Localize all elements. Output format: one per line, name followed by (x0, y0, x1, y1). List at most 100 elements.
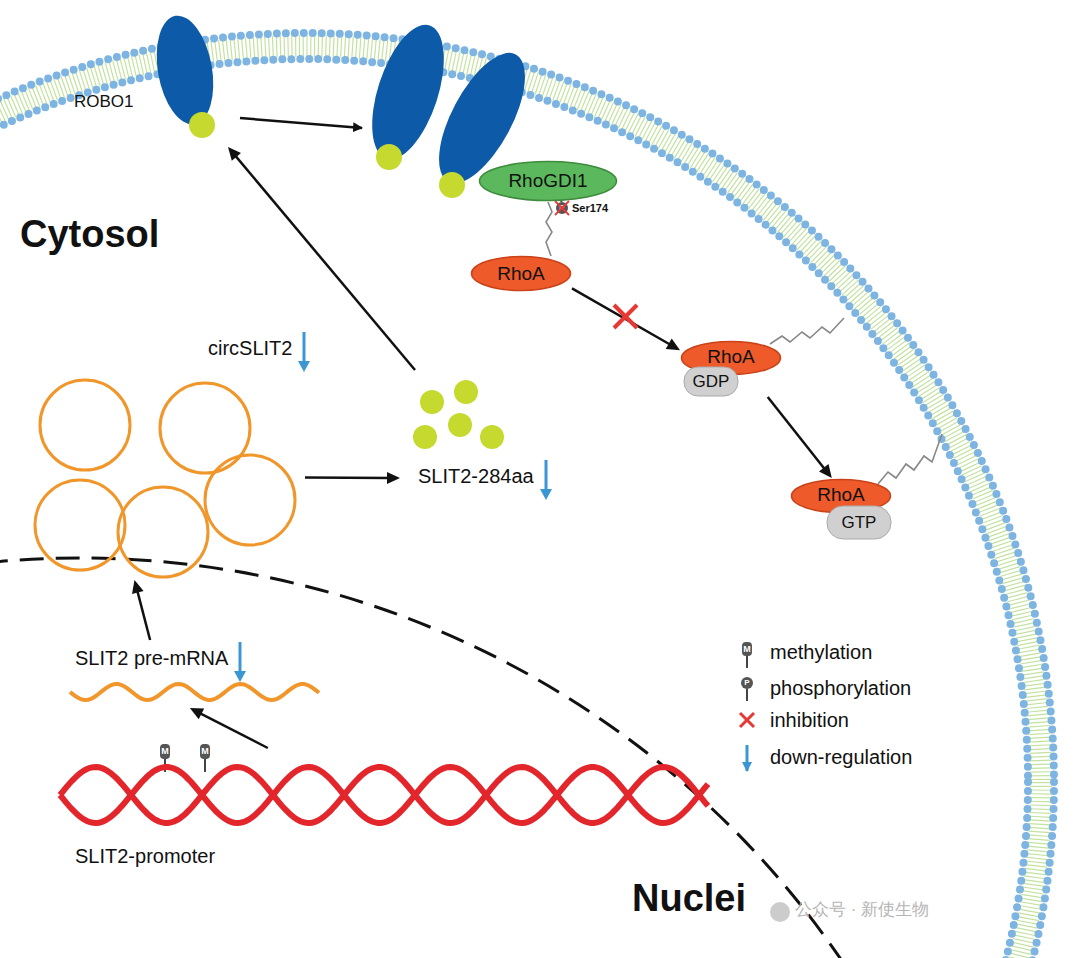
arrow-shaft (137, 590, 150, 640)
membrane-outer-heads (0, 33, 1054, 958)
pre-mrna-strand: SLIT2 pre-mRNA (60, 640, 325, 708)
node-label: RhoGDI1 (478, 160, 618, 202)
downregulation-arrow (296, 330, 312, 374)
robo1-receptor (149, 11, 221, 129)
flow-arrow (768, 397, 832, 478)
peptide-dot (413, 425, 437, 449)
legend-text: phosphorylation (770, 676, 911, 700)
peptide-dot (420, 390, 444, 414)
circrna-cluster: circSLIT2 (30, 330, 305, 580)
methyl-letter: M (742, 642, 752, 656)
node-label: RhoA (470, 255, 572, 292)
methyl-letter: M (200, 744, 210, 759)
arrow-head (819, 464, 832, 478)
legend-methyl-marker (742, 642, 752, 656)
circular-rna (35, 480, 125, 570)
watermark-icon (770, 902, 790, 922)
dna-helix: SLIT2-promoter (55, 748, 720, 878)
legend-methyl-stem (746, 655, 748, 668)
legend-text: down-regulation (770, 745, 912, 769)
arrow-head (132, 580, 144, 594)
legend-downregulation-arrow (746, 745, 749, 771)
dimerization-arrow (240, 118, 362, 128)
node-label: SLIT2-284aa (418, 464, 534, 488)
downregulation-arrow (538, 458, 554, 502)
node-label: SLIT2 pre-mRNA (75, 646, 228, 670)
nucleotide-pill (827, 506, 891, 539)
arrow-shaft (545, 460, 548, 491)
compartment-label: Cytosol (20, 212, 159, 258)
flow-arrow (132, 580, 150, 640)
phospho-marker (556, 202, 568, 214)
flow-arrow (190, 708, 268, 748)
dna-strand (60, 767, 708, 823)
flow-arrow (228, 147, 415, 370)
lipid-tail (878, 434, 942, 484)
lipid-tail (546, 202, 552, 256)
legend-phospho-marker (741, 677, 753, 689)
peptide-dot (454, 380, 478, 404)
arrow-shaft (199, 713, 268, 748)
lipid-tail (770, 318, 844, 344)
methyl-marker (160, 744, 170, 759)
node-label: RhoA (680, 340, 782, 374)
protein-node: RhoAGTP (790, 478, 892, 540)
flow-arrow (305, 472, 400, 484)
inhibition-cross (614, 305, 637, 328)
compartment-label: Nuclei (632, 876, 746, 922)
methyl-letter: M (160, 744, 170, 759)
inhibition-cross (614, 305, 637, 328)
slit2-ligand (439, 172, 465, 198)
phospho-letter: P (741, 677, 753, 689)
arrow-head (234, 671, 246, 682)
protein-node: RhoGDI1 (478, 160, 618, 202)
legend-text: methylation (770, 640, 872, 664)
downregulation-arrow (232, 640, 248, 684)
node-label: ROBO1 (74, 92, 134, 112)
arrow-head (298, 361, 310, 372)
methyl-stem (204, 758, 206, 772)
methyl-marker (200, 744, 210, 759)
node-label: circSLIT2 (208, 336, 292, 360)
arrow-head (228, 147, 241, 161)
node-label: SLIT2-promoter (75, 844, 215, 868)
node-shape (30, 330, 305, 580)
circular-rna (118, 487, 208, 577)
legend-phospho-stem (746, 689, 748, 701)
membrane-tails (0, 46, 1041, 958)
nucleotide-pill (684, 367, 738, 396)
arrow-shaft (234, 155, 415, 370)
node-shape (140, 12, 240, 147)
flow-arrow (572, 288, 680, 350)
phospho-inhibition-cross (555, 201, 569, 215)
residue-label: Ser174 (572, 202, 608, 215)
peptide-dot (480, 425, 504, 449)
arrow-head (540, 489, 552, 500)
arrow-head (190, 708, 204, 719)
circular-rna (205, 455, 295, 545)
slit2-ligand (189, 112, 215, 138)
circular-rna (40, 380, 130, 470)
arrow-head (666, 339, 680, 351)
membrane-inner-heads (0, 59, 1028, 958)
protein-node: RhoAGDP (680, 340, 782, 397)
nuclear-envelope (0, 558, 1002, 958)
protein-node: RhoA (470, 255, 572, 292)
slit2-ligand (376, 144, 402, 170)
arrow-shaft (572, 288, 671, 345)
phospho-inhibition-cross (555, 201, 569, 215)
node-label: GDP (684, 367, 738, 396)
legend-inhibition-cross (740, 713, 754, 727)
arrow-shaft (305, 476, 390, 479)
watermark: 公众号 · 新使生物 (795, 900, 929, 920)
receptor-node: ROBO1 (140, 12, 240, 147)
legend-text: inhibition (770, 708, 849, 732)
node-label: GTP (827, 506, 891, 539)
peptide-dot (448, 413, 472, 437)
arrow-shaft (303, 332, 306, 363)
